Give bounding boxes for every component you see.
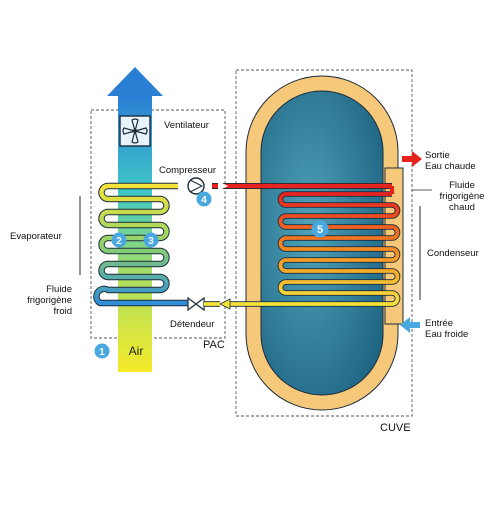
air-label: Air — [129, 344, 144, 358]
cold-water-arrow — [400, 317, 410, 333]
label-fluide-froid-3: froid — [53, 306, 72, 317]
marker-1 — [94, 343, 110, 359]
label-fluide-froid-1: Fluide — [46, 284, 72, 295]
marker-4-label: 4 — [201, 195, 207, 206]
label-fluide-chaud-2: frigorigène — [439, 191, 485, 202]
label-fluide-chaud: Fluide frigorigène chaud — [430, 180, 494, 213]
condenser-coil-fill — [230, 192, 400, 306]
evaporator-coil-fill — [94, 183, 188, 306]
label-fluide-froid-2: frigorigène — [27, 295, 72, 306]
air-arrow-head — [107, 67, 163, 96]
marker-2 — [111, 232, 127, 248]
label-detendeur: Détendeur — [170, 319, 215, 330]
label-sortie-1: Sortie — [425, 150, 450, 161]
expansion-valve-icon — [187, 296, 205, 312]
label-entree-1: Entrée — [425, 318, 453, 329]
marker-1-label: 1 — [99, 347, 105, 358]
label-pac: PAC — [203, 339, 225, 351]
label-fluide-froid: Fluide frigorigène froid — [10, 284, 72, 317]
marker-2-label: 2 — [116, 236, 122, 247]
label-fluide-chaud-1: Fluide — [449, 180, 475, 191]
hot-water-pipe — [402, 156, 414, 162]
marker-5 — [311, 220, 329, 238]
label-sortie-2: Eau chaude — [425, 161, 476, 172]
label-evaporateur: Evaporateur — [10, 231, 62, 242]
label-compresseur: Compresseur — [159, 165, 217, 176]
label-cuve: CUVE — [380, 422, 411, 434]
compressor-icon — [187, 177, 205, 195]
label-condenseur: Condenseur — [427, 248, 479, 259]
label-fluide-chaud-3: chaud — [449, 202, 475, 213]
pac-box — [90, 109, 226, 339]
marker-4 — [196, 191, 212, 207]
label-entree: Entrée Eau froide — [425, 318, 468, 340]
marker-3 — [143, 232, 159, 248]
label-ventilateur: Ventilateur — [164, 120, 209, 131]
cuve-box — [235, 69, 413, 417]
label-sortie: Sortie Eau chaude — [425, 150, 476, 172]
marker-5-label: 5 — [317, 224, 323, 236]
fan-icon — [119, 115, 151, 147]
compressor-symbol — [189, 179, 204, 193]
label-entree-2: Eau froide — [425, 329, 469, 340]
hot-line-arrow — [218, 181, 228, 191]
marker-3-label: 3 — [148, 236, 154, 247]
return-arrow — [219, 298, 231, 310]
hot-water-arrow — [412, 151, 422, 167]
cold-water-pipe — [408, 322, 420, 328]
tank-core — [260, 90, 384, 396]
